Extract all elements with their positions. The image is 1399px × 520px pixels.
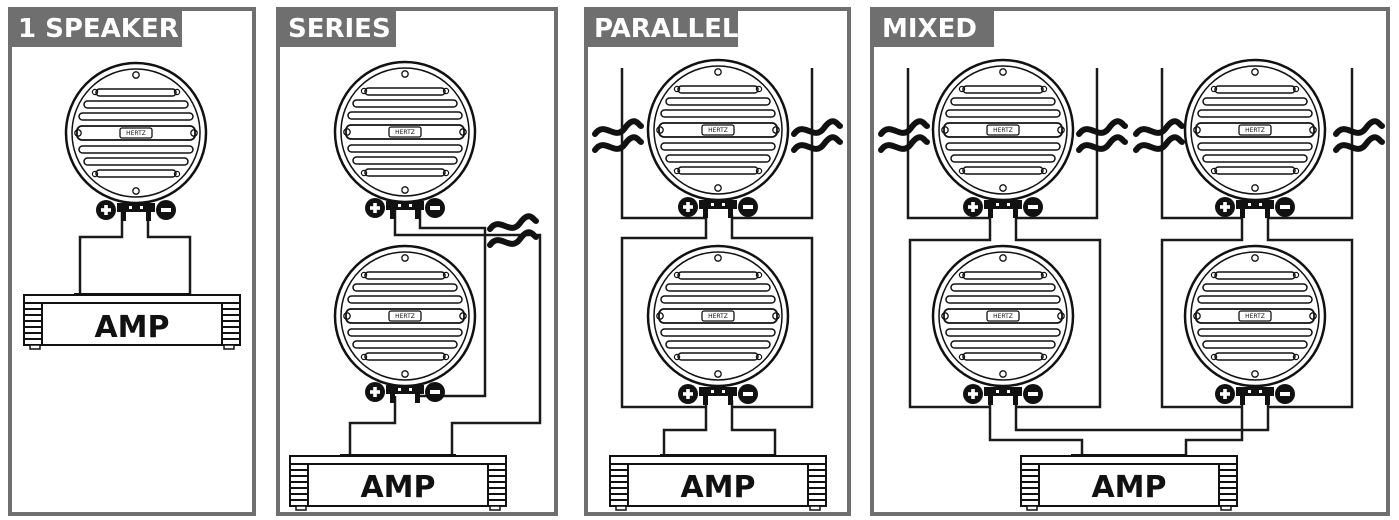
wire-pair-a-negative (1014, 215, 1102, 409)
wire-bottom-positive (348, 396, 397, 457)
speaker-terminals (365, 198, 445, 219)
speaker-terminals (365, 382, 445, 403)
speaker-brand: HERTZ (1245, 127, 1265, 134)
break-symbol-icon (1136, 121, 1182, 150)
panel-title: 1 SPEAKER (18, 14, 179, 44)
wire-amp-positive (988, 400, 1084, 457)
panel-title: SERIES (288, 14, 391, 44)
speaker-terminals (96, 200, 176, 221)
speaker-terminals (678, 384, 758, 405)
wire-series-link (418, 210, 487, 398)
wire-positive (78, 210, 124, 297)
speaker-brand: HERTZ (993, 313, 1013, 320)
panel-series: SERIES HERTZ HERTZ AMP (276, 7, 558, 516)
wire-right-rail-b (1268, 68, 1354, 220)
amp-label: AMP (1091, 470, 1166, 505)
wire-top-positive (393, 210, 542, 457)
wire-left-rail-a (906, 68, 990, 220)
panel-title-tab (584, 7, 738, 47)
panel-mixed: MIXED HERTZ HERTZ HERTZ HERTZ AMP (870, 7, 1390, 516)
wire-left-rail-b (1160, 68, 1242, 220)
speaker-brand: HERTZ (126, 130, 146, 137)
panel-1-speaker: 1 SPEAKER HERTZ AMP (8, 7, 256, 516)
speaker-terminals (1215, 384, 1295, 405)
wire-right-rail-a (1016, 68, 1099, 220)
speaker-terminals (963, 384, 1043, 405)
speaker-terminals (678, 197, 758, 218)
speaker-terminals (1215, 197, 1295, 218)
break-symbol-icon (595, 121, 641, 150)
speaker-brand: HERTZ (708, 313, 728, 320)
panel-frame (276, 7, 558, 516)
panel-parallel: PARALLEL HERTZ HERTZ AMP (584, 7, 851, 516)
amp-label: AMP (680, 470, 755, 505)
wire-pair-b-positive (1160, 215, 1244, 409)
break-symbol-icon (1079, 121, 1125, 150)
wire-pair-b-negative (1266, 215, 1354, 409)
wire-positive-parallel (620, 215, 708, 409)
speaker-terminals (963, 197, 1043, 218)
break-symbol-icon (490, 216, 536, 245)
speaker-brand: HERTZ (395, 313, 415, 320)
break-symbol-icon (794, 121, 840, 150)
wire-negative (146, 210, 192, 297)
wire-amp-negative (1184, 400, 1244, 457)
speaker-brand: HERTZ (993, 127, 1013, 134)
wire-pair-a-positive (908, 215, 992, 409)
wire-negative-parallel (730, 215, 814, 409)
wire-right-rail-top (732, 68, 814, 220)
amp-label: AMP (94, 310, 169, 345)
panel-title-tab (276, 7, 396, 47)
panel-title-tab (8, 7, 182, 47)
speaker-brand: HERTZ (1245, 313, 1265, 320)
panel-title-tab (870, 7, 994, 47)
speaker-brand: HERTZ (708, 127, 728, 134)
speaker-brand: HERTZ (395, 129, 415, 136)
wire-left-rail-top (620, 68, 706, 220)
panel-title: PARALLEL (594, 14, 738, 44)
break-symbol-icon (881, 121, 927, 150)
break-symbol-icon (1336, 121, 1382, 150)
wire-pair-link (1014, 400, 1270, 432)
panel-frame (870, 7, 1390, 516)
wire-amp-positive (662, 400, 708, 457)
wire-amp-negative (730, 400, 777, 457)
panel-title: MIXED (882, 14, 977, 44)
amp-label: AMP (360, 470, 435, 505)
